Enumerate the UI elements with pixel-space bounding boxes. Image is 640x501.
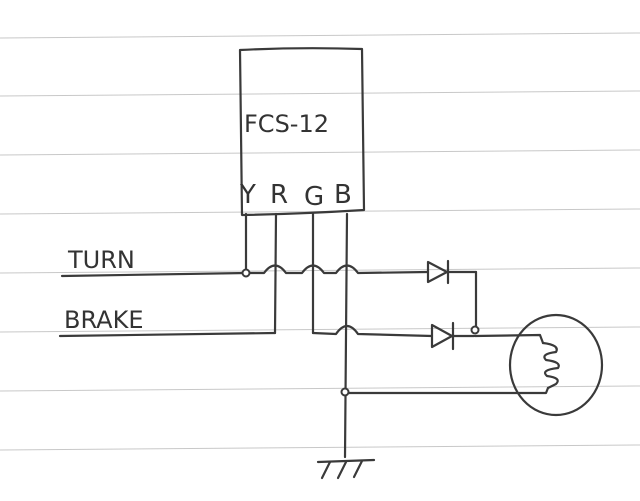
pin-label-r: R (270, 180, 288, 210)
junction-dot (340, 387, 350, 397)
pin-label-g: G (304, 182, 324, 212)
part-number: FCS-12 (244, 110, 329, 138)
g-wire (311, 324, 434, 338)
pin-label-y: Y (239, 180, 256, 210)
turn-wire (60, 264, 430, 278)
bulb-coil-icon (508, 313, 604, 417)
brake-wire (58, 331, 277, 338)
module-box: FCS-12 Y R G B (238, 47, 366, 217)
junction-dot (241, 268, 251, 278)
diode-icon (430, 321, 476, 351)
brake-label: BRAKE (64, 306, 144, 334)
pin-leads (244, 212, 349, 459)
junction-dot (470, 325, 480, 335)
ground-icon (316, 458, 376, 480)
turn-label: TURN (67, 246, 135, 274)
ruled-lines (0, 32, 640, 451)
diode-icon (426, 259, 478, 285)
pin-label-b: B (334, 180, 352, 210)
